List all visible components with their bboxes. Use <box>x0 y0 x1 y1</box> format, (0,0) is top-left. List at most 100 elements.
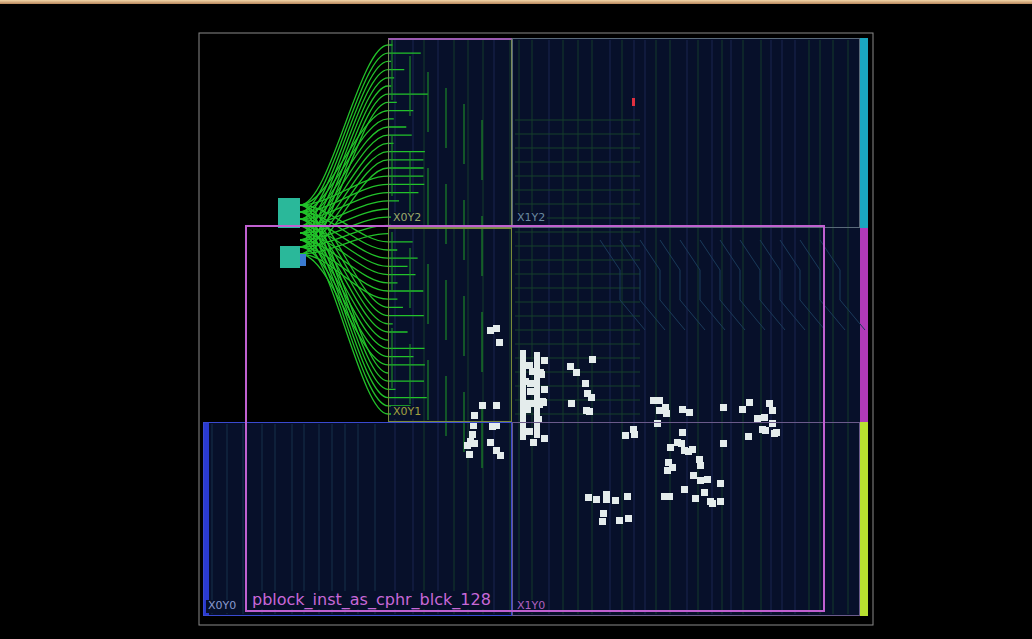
routing-net <box>464 296 465 356</box>
fabric-column <box>304 424 305 614</box>
placed-cell <box>530 439 537 446</box>
routing-net <box>300 111 413 205</box>
placed-cell <box>650 397 657 404</box>
fabric-area <box>388 38 860 616</box>
placed-cell <box>582 380 589 387</box>
fabric-column <box>833 40 834 614</box>
clock-region-name: X0Y2 <box>391 212 423 225</box>
fabric-column <box>262 424 263 614</box>
placed-cell <box>471 440 478 447</box>
placed-cell <box>497 452 504 459</box>
routing-net <box>392 136 393 196</box>
placed-cell <box>692 495 699 502</box>
routing-net <box>300 127 406 219</box>
fabric-column <box>438 40 439 614</box>
routing-net <box>300 254 425 365</box>
fabric-column <box>592 40 593 614</box>
routing-wire <box>515 190 640 191</box>
placed-cell <box>534 352 540 438</box>
routing-net <box>392 232 393 292</box>
fabric-column <box>622 40 623 614</box>
clock-region: X0Y1 <box>388 228 512 422</box>
routing-net <box>446 184 447 244</box>
routing-net <box>300 168 424 254</box>
fabric-column <box>332 424 333 614</box>
routing-net <box>300 160 423 247</box>
routing-net <box>446 376 447 436</box>
placed-cell <box>669 464 676 471</box>
placed-cell <box>622 432 629 439</box>
placed-cell <box>681 447 688 454</box>
routing-wire <box>515 134 640 135</box>
routing-wire <box>780 240 825 330</box>
placed-cell <box>739 406 746 413</box>
routing-wire <box>740 240 785 330</box>
fabric-column <box>275 424 276 614</box>
placed-cell <box>541 357 548 364</box>
placed-cell <box>526 428 533 435</box>
placed-cell <box>686 409 693 416</box>
routing-wire <box>515 330 640 331</box>
placed-cell <box>630 426 637 433</box>
placed-cell <box>541 435 548 442</box>
clock-region: X0Y0 <box>203 422 512 616</box>
fabric-column <box>731 40 732 614</box>
routing-wire <box>515 288 640 289</box>
placed-cell <box>720 440 727 447</box>
placed-cell <box>666 493 673 500</box>
placed-cell <box>656 397 663 404</box>
routing-wire <box>720 240 765 330</box>
placed-cell <box>679 406 686 413</box>
placed-cell <box>681 486 688 493</box>
routing-net <box>428 72 429 132</box>
placed-cell <box>568 400 575 407</box>
routing-net <box>464 200 465 260</box>
clock-region-name: X0Y1 <box>391 406 423 419</box>
placed-cell <box>487 439 494 446</box>
routing-net <box>300 119 394 212</box>
placed-cell <box>624 493 631 500</box>
routing-wire <box>515 344 640 345</box>
routing-wire <box>515 162 640 163</box>
fabric-column <box>292 424 293 614</box>
placed-cell <box>526 362 533 369</box>
routing-net <box>410 344 411 404</box>
placed-cell <box>525 400 532 407</box>
routing-net <box>410 56 411 116</box>
fabric-column <box>795 40 796 614</box>
routing-net <box>464 104 465 164</box>
clock-region: X1Y0 <box>512 422 860 616</box>
clock-region: X1Y2 <box>512 38 860 228</box>
io-bank-strip <box>860 422 868 616</box>
placed-cell <box>589 356 596 363</box>
placed-cell <box>632 98 635 106</box>
placed-cell <box>493 422 500 429</box>
placed-cell <box>746 399 753 406</box>
fabric-column <box>761 40 762 614</box>
placed-cell <box>479 402 486 409</box>
fabric-column <box>413 40 414 614</box>
clock-region-name: X0Y0 <box>206 600 238 613</box>
placed-cell <box>771 430 778 437</box>
placed-cell <box>766 400 773 407</box>
placed-cell <box>541 386 548 393</box>
placed-cell <box>625 515 632 522</box>
placed-cell <box>469 431 476 438</box>
fabric-column <box>771 40 772 614</box>
routing-wire <box>820 240 865 330</box>
placed-cell <box>612 497 619 504</box>
fabric-column <box>634 40 635 614</box>
placed-cell <box>696 456 703 463</box>
placed-cell <box>717 498 724 505</box>
fabric-column <box>532 40 533 614</box>
placed-cell <box>527 388 534 395</box>
routing-wire <box>515 274 640 275</box>
placed-cell <box>697 462 704 469</box>
fabric-column <box>358 424 359 614</box>
routing-net <box>428 168 429 228</box>
routing-wire <box>515 120 640 121</box>
fabric-column <box>656 40 657 614</box>
placed-cell <box>674 439 681 446</box>
fabric-column <box>610 40 611 614</box>
